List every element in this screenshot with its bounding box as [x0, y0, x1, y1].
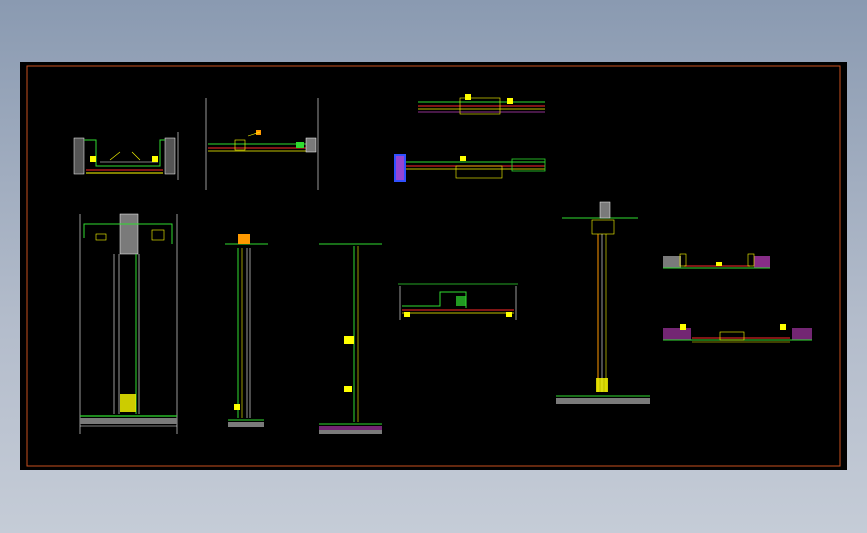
drawing-canvas[interactable] [20, 62, 847, 470]
plan-detail-far-right-lower [663, 324, 812, 343]
elevation-detail-left [79, 213, 178, 434]
plan-detail-top-middle [205, 98, 319, 190]
plan-detail-top-left [73, 132, 179, 180]
cad-drawing [26, 65, 841, 467]
plan-detail-far-right-upper [663, 253, 770, 269]
plan-detail-top-right-upper [418, 94, 545, 115]
section-detail-slim-2 [319, 243, 382, 434]
drawing-frame [26, 65, 841, 467]
plan-detail-center [398, 283, 518, 320]
section-detail-tall-right [556, 201, 650, 404]
section-detail-slim-1 [225, 234, 268, 427]
plan-detail-top-right-lower [394, 154, 546, 182]
